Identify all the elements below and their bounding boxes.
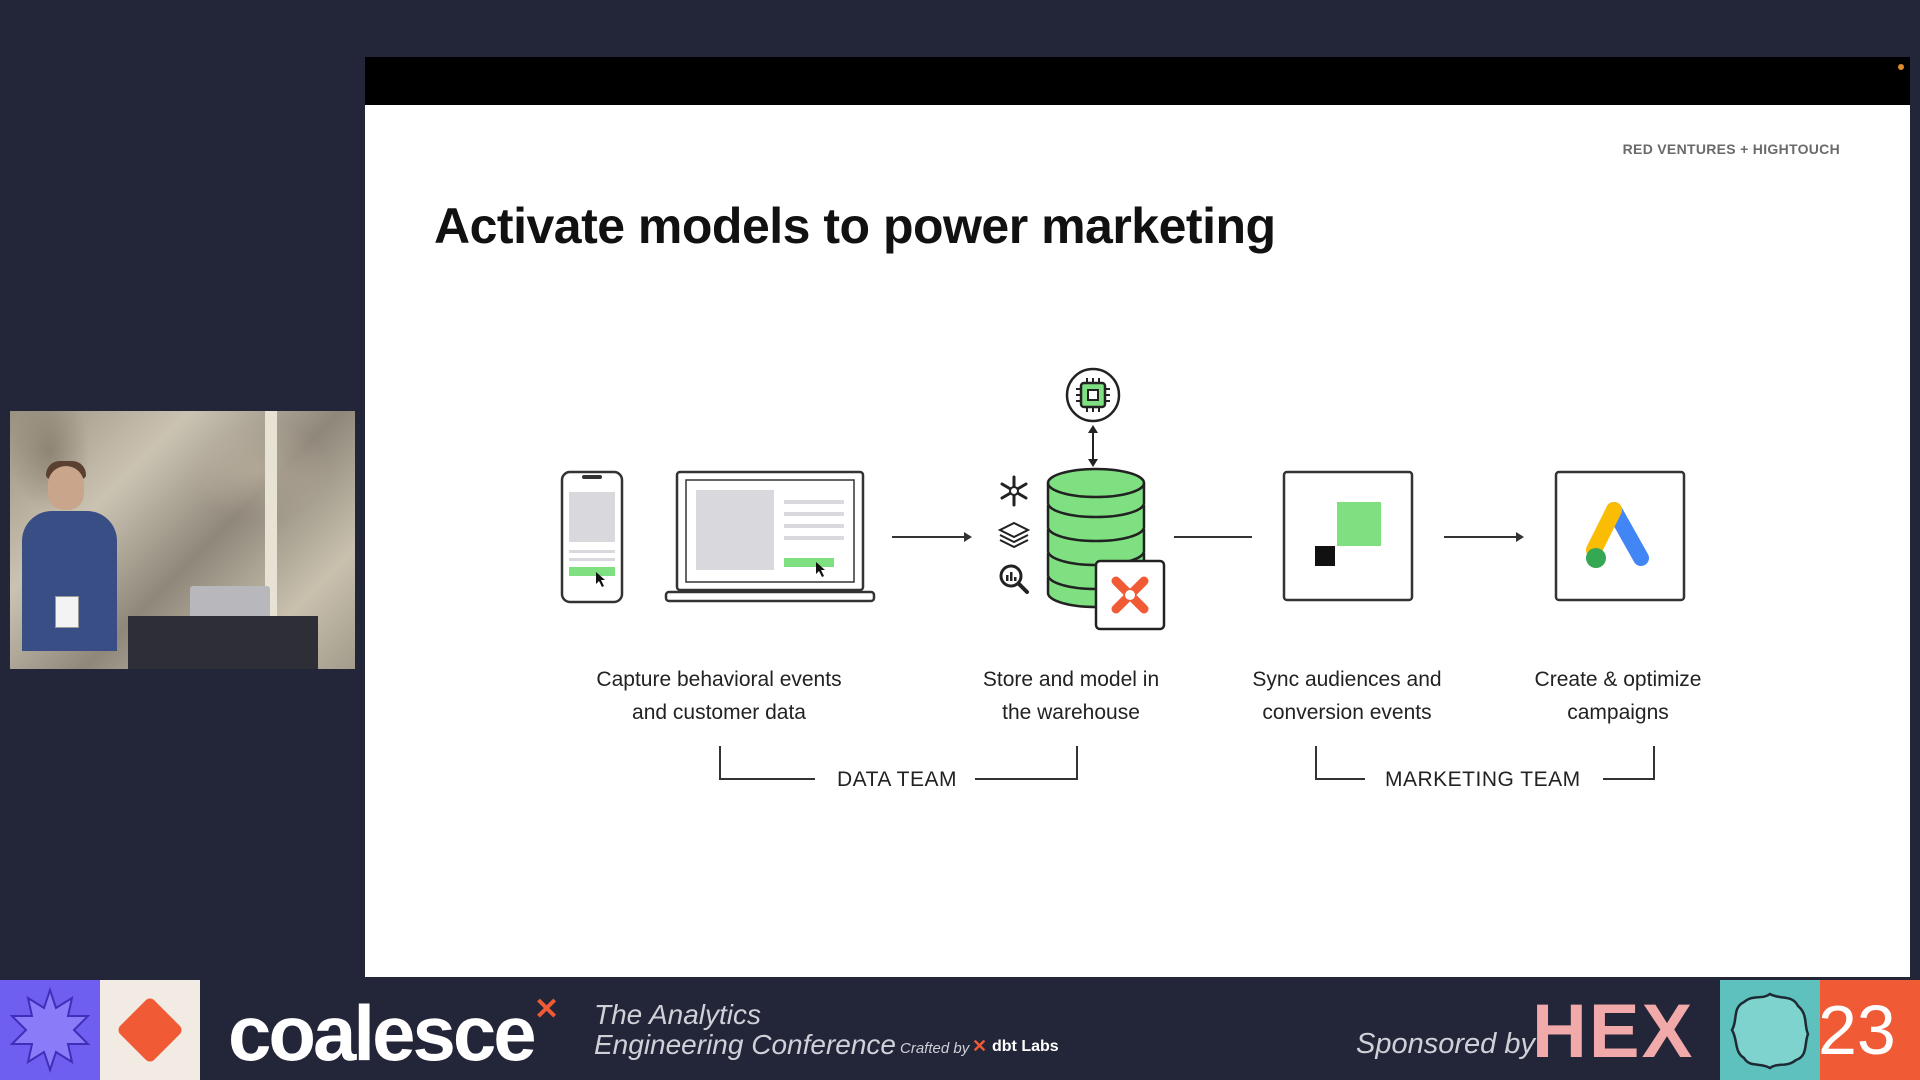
step-label-line: the warehouse <box>1002 701 1140 724</box>
dbt-labs-brand: dbt Labs <box>992 1038 1059 1055</box>
conference-tagline: The Analytics Engineering Conference <box>594 1000 896 1060</box>
step-label-create: Create & optimize campaigns <box>1468 663 1768 729</box>
year-label: 23 <box>1818 991 1896 1069</box>
hex-sponsor-logo: HEX <box>1532 989 1695 1074</box>
step-label-line: and customer data <box>632 701 806 724</box>
snowflake-icon <box>1000 475 1028 507</box>
dbt-logo-icon: ✕ <box>972 1036 988 1056</box>
coalesce-logo: coalesce <box>228 989 537 1077</box>
recording-indicator <box>1898 64 1904 70</box>
crafted-by-label: Crafted by <box>900 1040 970 1057</box>
year-tile <box>1820 980 1920 1080</box>
step-label-line: Store and model in <box>982 668 1160 691</box>
starburst-icon <box>0 980 100 1080</box>
step-label-line: Create & optimize <box>1534 668 1702 691</box>
bidirectional-arrow <box>1088 425 1098 467</box>
slide-title: Activate models to power marketing <box>434 198 1276 254</box>
laptop-icon <box>664 470 876 603</box>
wavy-badge-icon <box>1720 980 1820 1080</box>
tagline-line: The Analytics <box>594 999 762 1030</box>
brand-tag: RED VENTURES + HIGHTOUCH <box>1622 141 1840 157</box>
diamond-icon <box>100 980 200 1080</box>
step-label-line: Capture behavioral events <box>596 668 842 691</box>
flow-line <box>1174 536 1252 538</box>
step-label-capture: Capture behavioral events and customer d… <box>569 663 869 729</box>
layers-icon <box>998 521 1030 549</box>
step-label-line: campaigns <box>1567 701 1669 724</box>
sponsored-by-label: Sponsored by <box>1356 1028 1535 1060</box>
flow-arrow <box>892 532 972 542</box>
dbt-icon <box>1094 559 1166 631</box>
hightouch-icon <box>1282 470 1414 602</box>
step-label-store: Store and model in the warehouse <box>921 663 1221 729</box>
step-label-line: conversion events <box>1262 701 1432 724</box>
slide: RED VENTURES + HIGHTOUCH Activate models… <box>365 105 1910 977</box>
conference-footer <box>0 980 1920 1080</box>
step-label-line: Sync audiences and <box>1252 668 1442 691</box>
speaker-video <box>10 411 355 669</box>
chip-icon <box>1065 367 1121 423</box>
flow-arrow <box>1444 532 1524 542</box>
step-label-sync: Sync audiences and conversion events <box>1197 663 1497 729</box>
marketing-team-label: MARKETING TEAM <box>1385 768 1581 791</box>
coalesce-x-icon: ✕ <box>534 993 560 1026</box>
search-chart-icon <box>999 564 1029 594</box>
google-ads-icon <box>1554 470 1686 602</box>
phone-icon <box>560 470 624 604</box>
tagline-line: Engineering Conference <box>594 1029 896 1060</box>
data-team-label: DATA TEAM <box>837 768 958 791</box>
